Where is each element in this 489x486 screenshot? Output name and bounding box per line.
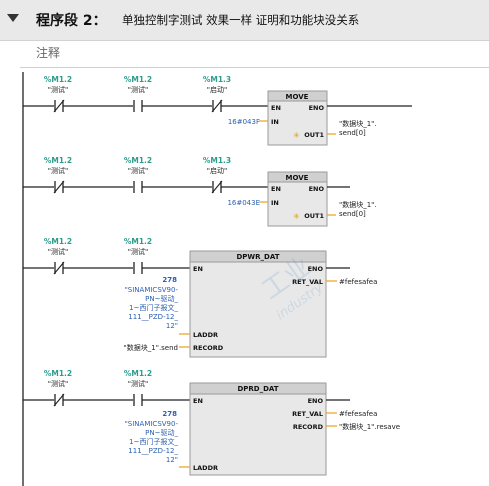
laddr-pin: LADDR [193, 464, 218, 472]
contact-nc-m12[interactable] [53, 99, 65, 113]
segment-description: 单独控制字测试 效果一样 证明和功能块没关系 [122, 13, 360, 27]
block-name: DPRD_DAT [237, 385, 278, 393]
move-out-value-cont: send[0] [339, 129, 366, 137]
address-label: %M1.2 [124, 156, 152, 165]
laddr-symbol[interactable]: "SINAMICSV90- [125, 420, 179, 428]
laddr-symbol-cont: 12" [166, 322, 178, 330]
rung-4: %M1.2 "测试" %M1.2 "测试" DPRD_DAT EN ENO RE… [23, 369, 400, 476]
collapse-triangle-icon[interactable] [7, 14, 19, 22]
contact-no-m12[interactable] [133, 100, 143, 112]
contact-nc-m12[interactable] [53, 261, 65, 275]
comment-underline [20, 67, 489, 68]
symbol-label: "测试" [48, 247, 68, 256]
symbol-label: "测试" [48, 379, 68, 388]
rung-3: %M1.2 "测试" %M1.2 "测试" DPWR_DAT EN ENO RE… [23, 237, 377, 358]
rung-2: %M1.2 "测试" %M1.2 "测试" %M1.3 "启动" MOVE EN… [23, 156, 377, 227]
contact-no-m12[interactable] [133, 394, 143, 406]
record-pin: RECORD [293, 423, 324, 431]
block-name: MOVE [286, 174, 309, 182]
symbol-label: "测试" [128, 85, 148, 94]
laddr-number[interactable]: 278 [162, 410, 177, 418]
en-pin: EN [193, 397, 203, 405]
contact-no-m12[interactable] [133, 262, 143, 274]
en-pin: EN [271, 185, 281, 193]
symbol-label: "测试" [128, 166, 148, 175]
sparkle-icon: ✳ [293, 212, 300, 221]
laddr-pin: LADDR [193, 331, 218, 339]
move-in-value[interactable]: 16#043E [227, 199, 260, 207]
laddr-symbol-cont: 1~西门子报文_ [129, 303, 178, 312]
ret-val-pin: RET_VAL [292, 410, 323, 418]
symbol-label: "启动" [207, 166, 227, 175]
ret-val-pin: RET_VAL [292, 278, 323, 286]
out1-pin: OUT1 [304, 212, 324, 220]
move-out-value[interactable]: "数据块_1". [339, 119, 377, 128]
contact-nc-m12[interactable] [53, 393, 65, 407]
en-pin: EN [271, 104, 281, 112]
move-block-1[interactable]: MOVE EN ENO IN OUT1 ✳ [267, 90, 328, 146]
move-out-value-cont: send[0] [339, 210, 366, 218]
symbol-label: "测试" [48, 166, 68, 175]
laddr-symbol-cont: 111__PZD-12_ [128, 313, 178, 321]
rung-1: %M1.2 "测试" %M1.2 "测试" %M1.3 "启动" MOVE EN… [23, 75, 412, 146]
ret-val-value[interactable]: #fefesafea [339, 278, 377, 286]
laddr-symbol-cont: 1~西门子报文_ [129, 437, 178, 446]
dpwr-dat-block[interactable]: DPWR_DAT EN ENO RET_VAL LADDR RECORD [189, 250, 327, 358]
block-name: MOVE [286, 93, 309, 101]
address-label: %M1.3 [203, 75, 231, 84]
address-label: %M1.3 [203, 156, 231, 165]
address-label: %M1.2 [44, 75, 72, 84]
in-pin: IN [271, 199, 279, 207]
move-in-value[interactable]: 16#043F [228, 118, 260, 126]
address-label: %M1.2 [124, 369, 152, 378]
laddr-symbol-cont: 12" [166, 456, 178, 464]
move-out-value[interactable]: "数据块_1". [339, 200, 377, 209]
comment-label[interactable]: 注释 [36, 46, 61, 60]
in-pin: IN [271, 118, 279, 126]
address-label: %M1.2 [44, 369, 72, 378]
record-value[interactable]: "数据块_1".send [124, 343, 178, 352]
laddr-number[interactable]: 278 [162, 276, 177, 284]
contact-no-m12[interactable] [133, 181, 143, 193]
laddr-symbol[interactable]: "SINAMICSV90- [125, 286, 179, 294]
eno-pin: ENO [308, 265, 324, 273]
eno-pin: ENO [308, 397, 324, 405]
segment-title: 程序段 2： [36, 13, 107, 29]
address-label: %M1.2 [124, 237, 152, 246]
laddr-symbol-cont: 111__PZD-12_ [128, 447, 178, 455]
symbol-label: "测试" [128, 247, 148, 256]
symbol-label: "测试" [128, 379, 148, 388]
contact-nc-m13[interactable] [211, 99, 223, 113]
block-name: DPWR_DAT [236, 253, 279, 261]
symbol-label: "启动" [207, 85, 227, 94]
ret-val-value[interactable]: #fefesafea [339, 410, 377, 418]
record-pin: RECORD [193, 344, 224, 352]
symbol-label: "测试" [48, 85, 68, 94]
eno-pin: ENO [309, 185, 325, 193]
en-pin: EN [193, 265, 203, 273]
dprd-dat-block[interactable]: DPRD_DAT EN ENO RET_VAL RECORD LADDR [189, 382, 327, 476]
address-label: %M1.2 [44, 237, 72, 246]
contact-nc-m12[interactable] [53, 180, 65, 194]
sparkle-icon: ✳ [293, 131, 300, 140]
contact-nc-m13[interactable] [211, 180, 223, 194]
segment-header[interactable]: 程序段 2： 单独控制字测试 效果一样 证明和功能块没关系 [0, 0, 489, 41]
address-label: %M1.2 [44, 156, 72, 165]
address-label: %M1.2 [124, 75, 152, 84]
laddr-symbol-cont: PN~驱动_ [145, 294, 178, 303]
laddr-symbol-cont: PN~驱动_ [145, 428, 178, 437]
eno-pin: ENO [309, 104, 325, 112]
move-block-2[interactable]: MOVE EN ENO IN OUT1 ✳ [267, 171, 328, 227]
record-value[interactable]: "数据块_1".resave [339, 422, 400, 431]
out1-pin: OUT1 [304, 131, 324, 139]
